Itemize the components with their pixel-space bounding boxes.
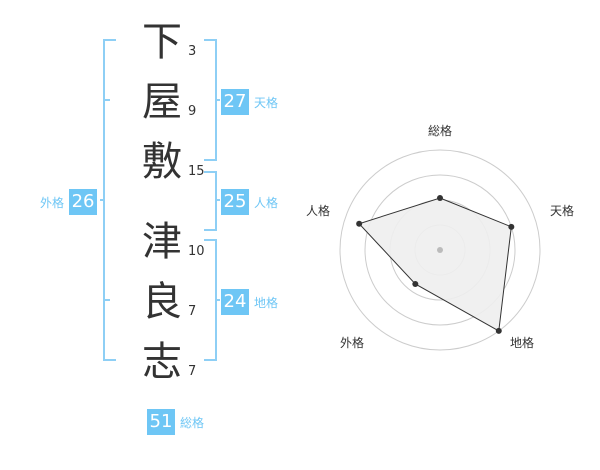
jinkaku-label: 人格 — [254, 195, 279, 210]
radar-point-4 — [412, 280, 419, 287]
soukaku-value: 51 — [147, 409, 175, 435]
name-char-5: 良 — [142, 279, 182, 325]
tenkaku-badge: 27 天格 — [221, 89, 278, 115]
radar-label-jinkaku: 人格 — [306, 204, 331, 218]
radar-label-soukaku: 総格 — [428, 124, 453, 138]
chikaku-value: 24 — [221, 289, 249, 315]
name-char-3: 敷 — [142, 139, 182, 185]
jinkaku-value: 25 — [221, 189, 249, 215]
stroke-count-5: 7 — [188, 304, 197, 319]
chikaku-badge: 24 地格 — [221, 289, 278, 315]
radar-label-chikaku: 地格 — [510, 336, 535, 350]
name-char-4: 津 — [142, 219, 182, 265]
tenkaku-value: 27 — [221, 89, 249, 115]
radar-point-2 — [508, 223, 515, 230]
stroke-count-3: 15 — [188, 164, 205, 179]
radar-svg — [339, 149, 541, 351]
chikaku-label: 地格 — [254, 295, 279, 310]
jinkaku-badge: 25 人格 — [221, 189, 278, 215]
stroke-count-1: 3 — [188, 44, 197, 59]
soukaku-label: 総格 — [180, 415, 205, 430]
radar-value-polygon — [358, 197, 512, 332]
soukaku-badge: 51 総格 — [147, 409, 204, 435]
stroke-count-2: 9 — [188, 104, 197, 119]
radar-center-dot — [437, 247, 443, 253]
radar-grid-ring-4 — [339, 149, 541, 351]
radar-grid-ring-3 — [364, 174, 516, 326]
radar-point-3 — [495, 327, 502, 334]
name-char-1: 下 — [142, 19, 182, 65]
gaikaku-badge: 外格 26 — [40, 189, 98, 215]
gaikaku-label: 外格 — [40, 195, 65, 210]
radar-chart: 総格 天格 地格 外格 人格 — [300, 110, 600, 410]
radar-label-tenkaku: 天格 — [550, 204, 575, 218]
radar-label-gaikaku: 外格 — [340, 336, 365, 350]
stroke-count-6: 7 — [188, 364, 197, 379]
tenkaku-label: 天格 — [254, 95, 279, 110]
name-char-6: 志 — [142, 339, 182, 385]
stroke-count-4: 10 — [188, 244, 205, 259]
name-char-2: 屋 — [142, 79, 182, 125]
gaikaku-value: 26 — [69, 189, 98, 215]
radar-point-1 — [437, 195, 443, 201]
radar-point-5 — [356, 220, 363, 227]
